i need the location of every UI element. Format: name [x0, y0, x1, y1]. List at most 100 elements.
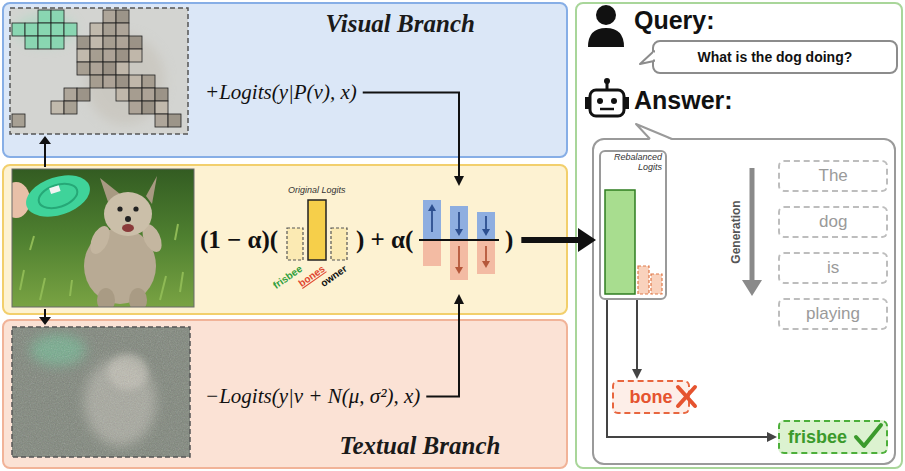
polygon-shape	[428, 204, 436, 211]
g-shape	[15, 14, 165, 125]
generation-arrow	[742, 168, 762, 296]
rect-shape	[287, 228, 303, 260]
g-shape	[428, 204, 490, 236]
line-shape	[485, 246, 487, 262]
polygon-shape	[39, 317, 51, 325]
patch-cell	[129, 88, 142, 101]
patch-cells	[12, 10, 181, 127]
patch-cell	[129, 36, 142, 49]
arrow-head	[632, 369, 642, 379]
connector-arrow	[363, 93, 464, 187]
line-shape	[458, 212, 460, 230]
patch-cell	[38, 10, 51, 23]
line-shape	[485, 216, 487, 230]
line-shape	[419, 239, 499, 241]
patch-cell	[51, 36, 64, 49]
patch-cell	[12, 114, 25, 127]
line-shape	[458, 246, 460, 268]
bubble-tail	[640, 51, 655, 64]
patch-cell	[25, 23, 38, 36]
token-text: frisbee	[788, 427, 847, 448]
polyline-shape	[636, 124, 672, 139]
patch-cell	[103, 10, 116, 23]
user-icon	[588, 5, 624, 47]
line-shape	[44, 309, 46, 318]
g-shape	[455, 246, 490, 274]
image-arrows	[39, 136, 51, 325]
arrow-head	[454, 294, 464, 304]
rect-shape	[10, 8, 188, 134]
ellipse-shape	[129, 288, 147, 307]
patch-cell	[142, 75, 155, 88]
patch-cell	[116, 10, 129, 23]
ellipse-shape	[86, 223, 113, 257]
logit-bar	[651, 274, 662, 294]
connector-line	[636, 300, 638, 371]
token-text: bone	[630, 387, 673, 408]
patch-cell	[168, 114, 181, 127]
patch-cell	[64, 23, 77, 36]
rect-shape	[12, 327, 190, 457]
patch-cell	[77, 62, 90, 75]
patch-cell	[90, 23, 103, 36]
photo-frame	[12, 169, 194, 307]
patch-cell	[129, 101, 142, 114]
patch-cell	[142, 88, 155, 101]
rect-shape	[423, 200, 441, 240]
connector-arrow	[426, 294, 464, 397]
rect-shape	[12, 327, 190, 457]
connector-line	[521, 237, 581, 243]
rebalanced-logits-bars	[601, 182, 665, 296]
patch-cell	[116, 36, 129, 49]
patch-cell	[77, 88, 90, 101]
token-text: is	[827, 258, 839, 278]
patch-cell	[38, 23, 51, 36]
contrast-logits-bars	[419, 188, 499, 292]
polygon-shape	[742, 280, 762, 296]
rect-shape	[590, 90, 624, 116]
patch-cell	[116, 75, 129, 88]
original-logits-bars	[284, 198, 350, 262]
token-text: playing	[806, 304, 860, 324]
patch-cell	[116, 88, 129, 101]
patch-cell	[90, 36, 103, 49]
polygon-shape	[455, 229, 463, 236]
ellipse-shape	[36, 179, 81, 212]
patch-cell	[116, 62, 129, 75]
patch-cell	[25, 36, 38, 49]
polygon-shape	[39, 136, 51, 144]
branch-title: Textual Branch	[340, 432, 501, 460]
line-shape	[750, 168, 755, 282]
check-mark	[856, 425, 881, 446]
line-shape	[44, 143, 46, 167]
patch-cell	[103, 62, 116, 75]
callout-tail	[636, 124, 672, 140]
patch-cell	[12, 23, 25, 36]
rect-shape	[477, 212, 495, 240]
patch-cell	[51, 23, 64, 36]
rect-shape	[49, 185, 60, 194]
connector-arrow	[607, 300, 777, 442]
rect-shape	[585, 97, 590, 109]
robot-icon	[585, 78, 629, 116]
section-heading: Query:	[634, 6, 715, 35]
ellipse-shape	[97, 288, 115, 307]
circle-shape	[117, 206, 122, 211]
patch-cell	[103, 49, 116, 62]
arrow-head	[454, 176, 464, 186]
patch-cell	[90, 75, 103, 88]
token-box: playing	[778, 298, 888, 330]
section-heading: Answer:	[634, 86, 733, 115]
polygon-shape	[146, 176, 157, 204]
patch-image	[10, 8, 188, 134]
patch-cell	[51, 101, 64, 114]
token-box: The	[778, 160, 888, 192]
circle-shape	[604, 78, 610, 84]
patch-cell	[103, 36, 116, 49]
patch-cell	[103, 75, 116, 88]
circle-shape	[611, 98, 617, 104]
rect-shape	[308, 200, 326, 260]
circle-shape	[596, 5, 616, 25]
token-box: dog	[778, 206, 888, 238]
